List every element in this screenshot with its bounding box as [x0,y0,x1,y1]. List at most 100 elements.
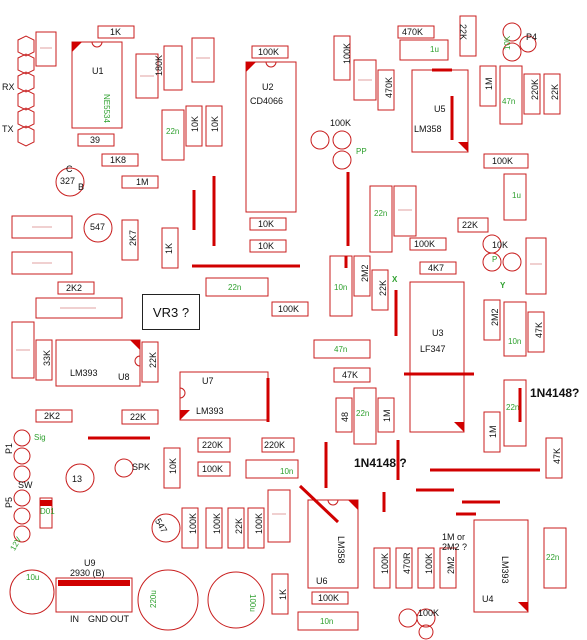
chip-u2: U2 CD4066 [245,61,297,213]
cap-outline [35,297,123,319]
svg-text:22n: 22n [546,553,559,562]
svg-text:2M2: 2M2 [490,308,500,326]
u1-part: NE5534 [102,94,111,123]
resistor-4k7: 4K7 [419,261,457,275]
svg-text:10n: 10n [320,617,333,626]
cap-outline [11,321,35,379]
resistor-2m2-c: 2M2 [439,547,457,589]
svg-text:547: 547 [90,222,105,232]
resistor-100k-g: 100K [247,507,265,549]
svg-text:22n: 22n [166,127,179,136]
resistor-10k-u2a: 10K [249,217,287,231]
svg-text:100K: 100K [418,608,439,618]
svg-text:1u: 1u [512,191,521,200]
svg-text:100u: 100u [248,594,257,612]
svg-text:10n: 10n [334,283,347,292]
cap-outline [267,489,291,543]
resistor-1m-a: 1M [121,175,159,189]
u4-note-line1: 1M or [442,532,465,542]
u3-part: LF347 [420,344,446,354]
resistor-10k-u2b: 10K [249,239,287,253]
pp-label: PP [356,147,367,156]
svg-text:100K: 100K [380,553,390,574]
u9-ref: U9 [84,558,96,568]
chip-u9: U9 2930 (B) IN GND OUT [55,558,133,624]
resistor-100k-r: 100K [483,153,529,169]
svg-text:33K: 33K [42,350,52,366]
svg-text:Sig: Sig [34,433,46,442]
svg-text:13: 13 [72,474,82,484]
diode-1n4148-right-note: 1N4148? [530,386,580,400]
svg-text:547: 547 [153,517,169,535]
svg-text:100K: 100K [188,513,198,534]
u4-ref: U4 [482,594,494,604]
capacitor-10u: 10u [9,569,55,615]
transistor-547-b: 547 [151,513,181,543]
svg-text:IN: IN [70,614,79,624]
bold-traces [88,68,540,524]
p1-p5-connector: P1 Sig P5 SW 12V [4,429,46,552]
u6-ref: U6 [316,576,328,586]
resistor-1m-c: 1M [377,397,395,433]
u4-part: LM393 [500,556,510,584]
bottom-connector: 100K [398,608,439,640]
resistor-10k-b: 10K [205,105,223,147]
svg-text:10K: 10K [258,241,274,251]
svg-text:100K: 100K [202,464,223,474]
resistor-33k: 33K [35,339,53,381]
u7-ref: U7 [202,376,214,386]
u4-note-line2: 2M2 ? [442,542,467,552]
svg-text:2M2: 2M2 [360,264,370,282]
transistor-547-a: 547 [83,213,113,243]
svg-text:100K: 100K [278,304,299,314]
resistor-22k-b: 22K [371,269,389,311]
resistor-1m-d: 1M [483,411,501,453]
cap-outline [11,215,73,239]
transistor-13: 13 [65,463,95,493]
capacitor-47n-b: 47n [313,339,371,359]
svg-text:22K: 22K [462,220,478,230]
u5-part: LM358 [414,124,442,134]
svg-text:B: B [78,182,84,192]
svg-text:22K: 22K [458,24,468,40]
resistor-1k8: 1K8 [101,153,139,167]
svg-text:1K8: 1K8 [110,155,126,165]
capacitor-1u-a: 1u [399,39,449,61]
resistor-220k-r: 220K [523,73,541,115]
resistor-100k-i: 100K [373,547,391,589]
chip-u4: U4 LM393 [473,519,529,613]
chip-u7: U7 LM393 [179,371,269,421]
resistor-100k-mid: 100K [409,237,447,251]
diode-d01: D01 [39,497,55,529]
capacitor-1u-b: 1u [503,173,527,221]
svg-text:10K: 10K [492,240,508,250]
svg-text:4K7: 4K7 [428,263,444,273]
resistor-22k-c: 22K [121,409,159,425]
svg-text:22K: 22K [550,84,560,100]
resistor-22k-d: 22K [227,507,245,549]
capacitor-22n-a: 22n [161,109,185,161]
svg-text:100K: 100K [258,47,279,57]
capacitor-10n-b: 10n [503,301,527,357]
svg-text:SPK: SPK [132,462,150,472]
svg-text:47K: 47K [534,322,544,338]
svg-text:327: 327 [60,176,75,186]
svg-text:22K: 22K [130,412,146,422]
svg-text:220u: 220u [149,590,158,608]
u2-part: CD4066 [250,96,283,106]
svg-text:220K: 220K [202,440,223,450]
capacitor-22n-f: 22n [543,527,567,589]
svg-text:220K: 220K [530,79,540,100]
resistor-22k-r: 22K [543,73,561,115]
svg-text:1K: 1K [110,27,121,37]
svg-text:1M: 1M [488,425,498,438]
svg-text:2M2: 2M2 [446,556,456,574]
cap-outline [135,53,159,99]
resistor-100k-c: 100K [271,301,309,317]
svg-text:48: 48 [340,412,350,422]
resistor-2k2-a: 2K2 [57,281,95,295]
capacitor-47n-a: 47n [499,65,523,125]
u2-ref: U2 [262,82,274,92]
